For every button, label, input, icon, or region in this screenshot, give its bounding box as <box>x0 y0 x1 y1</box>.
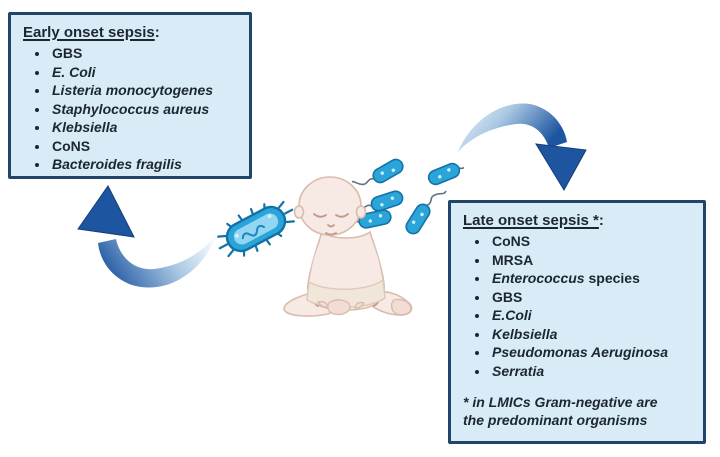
curved-arrow-up-icon <box>77 185 216 288</box>
organism-item: Pseudomonas Aeruginosa <box>490 343 693 362</box>
organism-item: Listeria monocytogenes <box>50 81 239 100</box>
organism-item: Staphylococcus aureus <box>50 100 239 119</box>
baby-illustration <box>283 176 413 317</box>
organism-item: Kelbsiella <box>490 325 693 344</box>
late-onset-title-text: Late onset sepsis * <box>463 212 599 229</box>
early-onset-title-text: Early onset sepsis <box>23 24 155 41</box>
organism-item: E.Coli <box>490 306 693 325</box>
early-onset-title-colon: : <box>154 24 160 41</box>
organism-item: GBS <box>50 44 239 63</box>
lmic-footnote: * in LMICs Gram-negative are the predomi… <box>463 394 658 428</box>
flagellated-bacteria-cluster-icon <box>352 158 464 235</box>
organism-item: Enterococcus species <box>490 269 693 288</box>
organism-item: CoNS <box>490 232 693 251</box>
organism-item: Klebsiella <box>50 118 239 137</box>
late-onset-sepsis-box: Late onset sepsis *: CoNSMRSAEnterococcu… <box>448 200 706 444</box>
spiked-rod-bacterium-icon <box>217 200 295 258</box>
organism-item: Bacteroides fragilis <box>50 155 239 174</box>
curved-arrow-down-icon <box>458 103 587 191</box>
late-onset-title: Late onset sepsis *: <box>463 211 693 230</box>
early-onset-organism-list: GBSE. ColiListeria monocytogenesStaphylo… <box>23 44 239 174</box>
late-onset-title-colon: : <box>598 212 604 229</box>
organism-item: E. Coli <box>50 63 239 82</box>
organism-item: CoNS <box>50 137 239 156</box>
organism-item: Serratia <box>490 362 693 381</box>
organism-item: GBS <box>490 288 693 307</box>
early-onset-sepsis-box: Early onset sepsis: GBSE. ColiListeria m… <box>8 12 252 179</box>
early-onset-title: Early onset sepsis: <box>23 23 239 42</box>
organism-item: MRSA <box>490 251 693 270</box>
late-onset-organism-list: CoNSMRSAEnterococcus speciesGBSE.ColiKel… <box>463 232 693 380</box>
